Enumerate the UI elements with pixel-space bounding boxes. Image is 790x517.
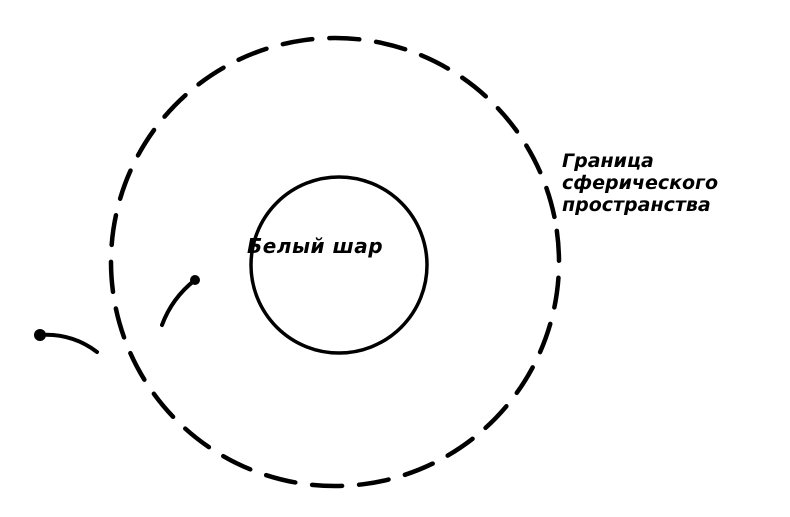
inside-trajectory [160, 275, 200, 327]
particle-dot [190, 275, 200, 285]
boundary-circle [108, 35, 562, 489]
trajectory-arc [38, 332, 99, 354]
inner-sphere-label: Белый шар [247, 234, 384, 258]
trajectory-arc [160, 278, 197, 327]
outside-trajectory [34, 329, 99, 354]
boundary-label: Граница сферического пространства [562, 150, 718, 216]
boundary-label-line-3: пространства [562, 194, 711, 216]
particle-dot [34, 329, 46, 341]
boundary-label-line-1: Граница [562, 150, 654, 172]
inner-sphere-circle [249, 175, 429, 355]
boundary-label-line-2: сферического [562, 172, 719, 194]
